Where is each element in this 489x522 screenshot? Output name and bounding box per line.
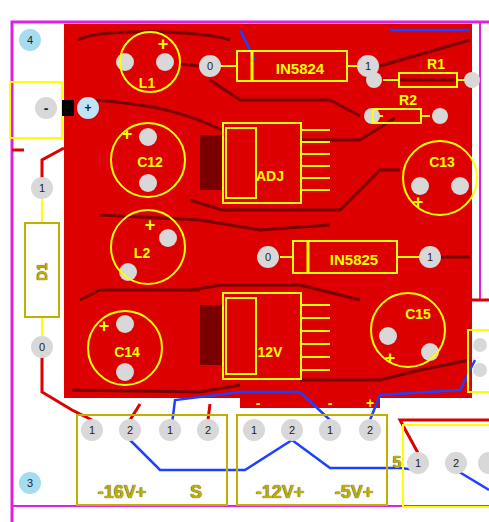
component-label: ADJ [256,169,284,183]
pad-number: 1 [251,425,257,436]
component-label: R1 [427,57,445,71]
pad-number: 1 [427,252,433,263]
pad-number: 2 [367,425,373,436]
component-label: D1 [35,263,49,281]
component-label: C14 [114,345,140,359]
polarity-mark: + [99,317,110,335]
polarity-mark: - [44,101,49,115]
component-label: C13 [429,155,455,169]
polarity-mark: + [122,125,133,143]
pad-number: 1 [89,425,95,436]
component-outline-box: -12V+ -5V+ [236,414,388,506]
pad-number: 0 [265,252,271,263]
pad-number: 1 [167,425,173,436]
component-outline-circle: C15 [370,292,446,368]
connector-number: 5 [393,455,402,471]
polarity-mark: + [84,102,91,114]
pad-number: 1 [327,425,333,436]
polarity-mark: - [328,396,333,410]
component-outline-box: IN5824 [236,50,348,82]
component-outline-box: IN5825 [292,240,398,274]
pad-number: 1 [39,183,45,194]
component-label: S [190,483,202,501]
pad-number: 0 [39,342,45,353]
component-label: C12 [137,155,163,169]
pad-number: 0 [207,61,213,72]
component-label: C15 [405,307,431,321]
component-outline-box: ADJ [222,122,302,204]
polarity-mark: + [145,216,156,234]
polarity-mark: + [413,193,424,211]
component-outline-circle: L1 [119,31,181,93]
polarity-mark: + [366,396,374,410]
component-outline-box: D1 [24,222,60,318]
hole-number: 3 [27,478,33,489]
pad-number: 2 [453,458,459,469]
pad-number: 1 [415,458,421,469]
component-label: -5V+ [335,483,374,501]
component-label: IN5824 [276,61,324,76]
component-outline-box: 12V [222,292,302,380]
pad-number: 2 [289,425,295,436]
component-label: 12V [258,345,283,359]
polarity-mark: + [385,349,396,367]
pad-number: 1 [365,61,371,72]
component-label: -12V+ [256,483,305,501]
hole-number: 4 [27,35,33,46]
component-outline-box: R2 [372,108,422,124]
polarity-mark: + [158,35,169,53]
component-outline-circle: C14 [87,310,163,386]
component-label: L2 [134,246,150,260]
polarity-mark: - [256,396,261,410]
pad-number: 2 [205,425,211,436]
component-label: -16V+ [98,483,147,501]
component-outline-box: R1 [398,72,458,88]
component-label: L1 [139,76,155,90]
pad-number: 2 [127,425,133,436]
component-label: IN5825 [330,252,378,267]
component-label: R2 [399,93,417,107]
component-outline-circle: C12 [110,122,186,198]
